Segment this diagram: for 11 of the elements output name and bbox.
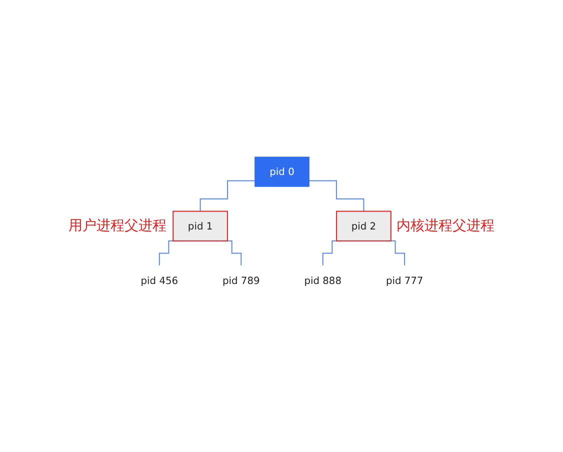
- node-text: pid 777: [385, 274, 423, 286]
- node-box: pid 1: [172, 210, 228, 242]
- node-box: pid 0: [254, 156, 309, 187]
- annotation-text: 内核进程父进程: [396, 216, 494, 235]
- node-text: pid 456: [140, 274, 178, 286]
- node-text: pid 888: [304, 274, 341, 286]
- node-text: pid 789: [222, 274, 260, 286]
- connector: [308, 180, 364, 212]
- node-box: pid 2: [336, 210, 391, 242]
- connector: [199, 180, 255, 212]
- annotation-text: 用户进程父进程: [68, 216, 167, 235]
